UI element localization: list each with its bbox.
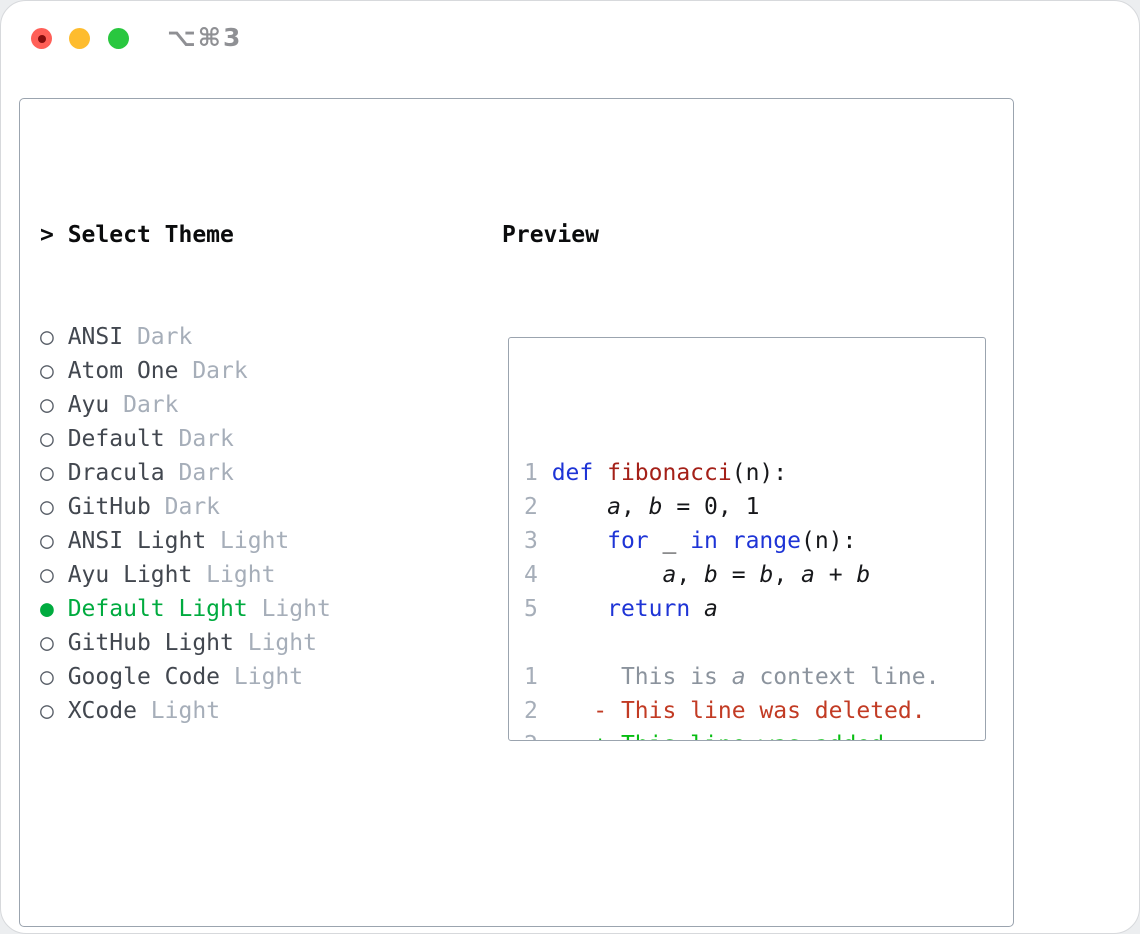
theme-variant: Dark xyxy=(123,324,193,350)
preview-title: Preview xyxy=(502,222,599,248)
theme-option-dracula-dark[interactable]: ○ Dracula Dark xyxy=(40,456,480,490)
theme-name: ANSI xyxy=(67,324,124,350)
minimize-button[interactable] xyxy=(69,28,90,49)
theme-list-header: > Select Theme xyxy=(40,218,480,252)
theme-list-title: Select Theme xyxy=(67,222,234,248)
theme-option-atom-one-dark[interactable]: ○ Atom One Dark xyxy=(40,354,480,388)
theme-name: Dracula xyxy=(67,460,165,486)
radio-unselected-icon: ○ xyxy=(40,664,68,690)
theme-name: Ayu xyxy=(67,392,110,418)
theme-option-ansi-dark[interactable]: ○ ANSI Dark xyxy=(40,320,480,354)
theme-variant: Dark xyxy=(109,392,179,418)
theme-variant: Light xyxy=(206,528,290,554)
radio-unselected-icon: ○ xyxy=(40,460,68,486)
cursor-icon: > xyxy=(40,222,68,248)
radio-unselected-icon: ○ xyxy=(40,324,68,350)
theme-variant: Dark xyxy=(164,426,234,452)
close-button[interactable] xyxy=(31,28,52,49)
preview-code-line: 2 a, b = 0, 1 xyxy=(524,494,760,520)
theme-name: Default Light xyxy=(67,596,248,622)
theme-name: Ayu Light xyxy=(67,562,193,588)
theme-option-default-dark[interactable]: ○ Default Dark xyxy=(40,422,480,456)
theme-option-google-code-light[interactable]: ○ Google Code Light xyxy=(40,660,480,694)
theme-option-ansi-light-light[interactable]: ○ ANSI Light Light xyxy=(40,524,480,558)
radio-unselected-icon: ○ xyxy=(40,392,68,418)
radio-selected-icon: ● xyxy=(40,596,68,622)
theme-name: ANSI Light xyxy=(67,528,207,554)
theme-variant: Light xyxy=(220,664,304,690)
radio-unselected-icon: ○ xyxy=(40,494,68,520)
theme-name: GitHub Light xyxy=(67,630,234,656)
radio-unselected-icon: ○ xyxy=(40,562,68,588)
close-dot-icon xyxy=(37,34,46,43)
preview-code-line: 1 def fibonacci(n): xyxy=(524,460,788,486)
theme-variant: Dark xyxy=(178,358,248,384)
theme-variant: Light xyxy=(136,698,221,724)
window-title: ⌥⌘3 xyxy=(167,23,243,52)
theme-name: XCode xyxy=(67,698,137,724)
theme-variant: Light xyxy=(233,630,317,656)
radio-unselected-icon: ○ xyxy=(40,528,68,554)
radio-unselected-icon: ○ xyxy=(40,358,68,384)
theme-list: ○ ANSI Dark○ Atom One Dark○ Ayu Dark○ De… xyxy=(40,320,480,728)
preview-code-line: 1 This is a context line. xyxy=(524,664,940,690)
preview-code-line: 2 - This line was deleted. xyxy=(524,698,926,724)
preview-code-line: 5 return a xyxy=(524,596,718,622)
preview-code-line: 2 + This line was added. xyxy=(524,728,975,740)
radio-unselected-icon: ○ xyxy=(40,630,68,656)
theme-variant: Dark xyxy=(150,494,221,520)
theme-option-default-light-light[interactable]: ● Default Light Light xyxy=(40,592,480,626)
theme-option-github-dark[interactable]: ○ GitHub Dark xyxy=(40,490,480,524)
theme-name: GitHub xyxy=(67,494,151,520)
theme-option-ayu-light-light[interactable]: ○ Ayu Light Light xyxy=(40,558,480,592)
radio-unselected-icon: ○ xyxy=(40,426,68,452)
content-frame: > Select Theme ○ ANSI Dark○ Atom One Dar… xyxy=(19,98,1014,927)
theme-option-ayu-dark[interactable]: ○ Ayu Dark xyxy=(40,388,480,422)
apply-to-section: Apply To ● User Settings○ Workspace Sett… xyxy=(40,864,480,933)
theme-name: Atom One xyxy=(67,358,179,384)
preview-box: 1 def fibonacci(n): 2 a, b = 0, 1 3 for _ … xyxy=(508,337,986,741)
preview-code-line xyxy=(524,626,975,660)
theme-picker-panel: > Select Theme ○ ANSI Dark○ Atom One Dar… xyxy=(40,150,480,933)
theme-name: Default xyxy=(67,426,165,452)
preview-code-line: 4 a, b = b, a + b xyxy=(524,562,871,588)
theme-option-github-light-light[interactable]: ○ GitHub Light Light xyxy=(40,626,480,660)
title-bar: ⌥⌘3 xyxy=(1,1,1139,77)
theme-variant: Dark xyxy=(164,460,234,486)
theme-variant: Light xyxy=(192,562,276,588)
theme-variant: Light xyxy=(247,596,331,622)
preview-code-line: 3 for _ in range(n): xyxy=(524,528,857,554)
zoom-button[interactable] xyxy=(108,28,129,49)
theme-name: Google Code xyxy=(67,664,221,690)
radio-unselected-icon: ○ xyxy=(40,698,68,724)
preview-code: 1 def fibonacci(n): 2 a, b = 0, 1 3 for _ … xyxy=(524,456,975,740)
preview-panel: Preview 1 def fibonacci(n): 2 a, b = 0, 1… xyxy=(502,150,1002,809)
theme-option-xcode-light[interactable]: ○ XCode Light xyxy=(40,694,480,728)
